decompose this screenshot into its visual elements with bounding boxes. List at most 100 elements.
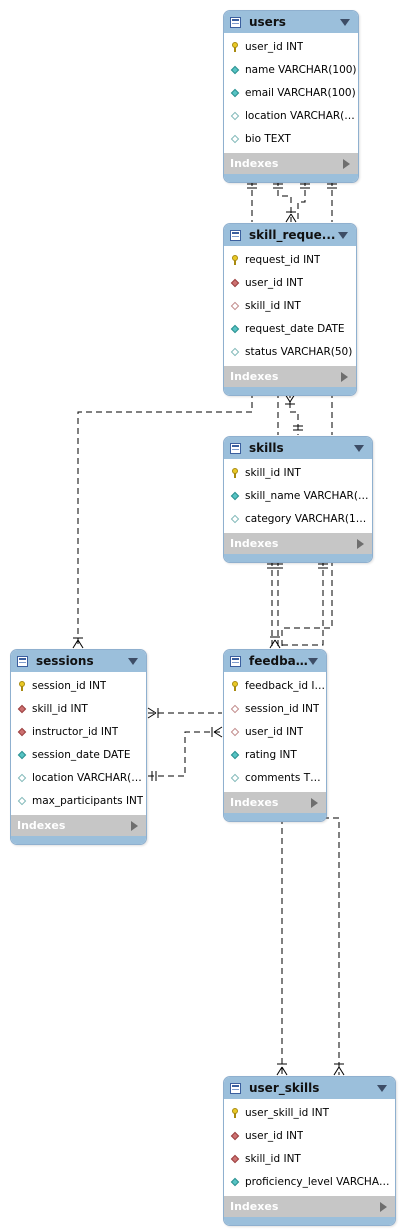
table-header[interactable]: sessions bbox=[11, 650, 146, 672]
chevron-right-icon[interactable] bbox=[357, 538, 364, 549]
chevron-right-icon[interactable] bbox=[311, 797, 318, 808]
indexes-section[interactable]: Indexes bbox=[11, 815, 146, 836]
chevron-down-icon[interactable] bbox=[377, 1084, 387, 1092]
column-row[interactable]: user_id INT bbox=[224, 271, 356, 294]
table-header[interactable]: skill_reque... bbox=[224, 224, 356, 246]
indexes-label: Indexes bbox=[230, 1200, 279, 1213]
column-row[interactable]: user_id INT bbox=[224, 720, 326, 743]
column-row[interactable]: location VARCHAR(10... bbox=[11, 766, 146, 789]
column-row[interactable]: feedback_id INT bbox=[224, 674, 326, 697]
not-null-icon bbox=[230, 88, 240, 98]
chevron-right-icon[interactable] bbox=[131, 820, 138, 831]
key-icon bbox=[230, 1107, 240, 1118]
column-name: user_skill_id INT bbox=[245, 1106, 329, 1119]
column-name: skill_id INT bbox=[245, 299, 301, 312]
column-row[interactable]: comments TEXT bbox=[224, 766, 326, 789]
column-row[interactable]: session_id INT bbox=[224, 697, 326, 720]
column-row[interactable]: skill_id INT bbox=[224, 1147, 395, 1170]
column-row[interactable]: bio TEXT bbox=[224, 127, 358, 150]
column-name: category VARCHAR(100) bbox=[245, 512, 372, 525]
foreign-key-icon bbox=[230, 1131, 240, 1141]
feedback-table[interactable]: feedba... feedback_id INT session_id INT… bbox=[223, 649, 327, 822]
skill-requests-table[interactable]: skill_reque... request_id INT user_id IN… bbox=[223, 223, 357, 396]
table-icon bbox=[230, 655, 241, 667]
indexes-section[interactable]: Indexes bbox=[224, 1196, 395, 1217]
key-icon bbox=[230, 680, 240, 691]
relationship-line bbox=[148, 731, 222, 777]
foreign-key-icon bbox=[17, 704, 27, 714]
indexes-section[interactable]: Indexes bbox=[224, 792, 326, 813]
column-row[interactable]: category VARCHAR(100) bbox=[224, 507, 372, 530]
column-row[interactable]: request_date DATE bbox=[224, 317, 356, 340]
column-name: name VARCHAR(100) bbox=[245, 63, 357, 76]
column-row[interactable]: skill_id INT bbox=[224, 461, 372, 484]
column-row[interactable]: skill_id INT bbox=[11, 697, 146, 720]
column-name: session_id INT bbox=[32, 679, 107, 692]
column-row[interactable]: status VARCHAR(50) bbox=[224, 340, 356, 363]
table-header[interactable]: users bbox=[224, 11, 358, 33]
one-mandatory-marker bbox=[247, 183, 337, 189]
column-row[interactable]: user_skill_id INT bbox=[224, 1101, 395, 1124]
relationship-line bbox=[281, 560, 333, 648]
skills-table[interactable]: skills skill_id INT skill_name VARCHAR(1… bbox=[223, 436, 373, 563]
column-row[interactable]: name VARCHAR(100) bbox=[224, 58, 358, 81]
table-header[interactable]: skills bbox=[224, 437, 372, 459]
column-name: location VARCHAR(10... bbox=[245, 109, 358, 122]
nullable-icon bbox=[230, 134, 240, 144]
chevron-down-icon[interactable] bbox=[128, 657, 138, 665]
crow-foot-marker bbox=[211, 726, 223, 738]
sessions-table[interactable]: sessions session_id INT skill_id INT ins… bbox=[10, 649, 147, 845]
chevron-right-icon[interactable] bbox=[380, 1201, 387, 1212]
column-name: request_date DATE bbox=[245, 322, 345, 335]
chevron-down-icon[interactable] bbox=[308, 657, 318, 665]
column-name: email VARCHAR(100) bbox=[245, 86, 356, 99]
not-null-icon bbox=[230, 65, 240, 75]
table-title: skills bbox=[249, 441, 284, 455]
column-row[interactable]: user_id INT bbox=[224, 1124, 395, 1147]
table-icon bbox=[230, 1082, 241, 1094]
crow-foot-marker bbox=[269, 636, 281, 649]
column-row[interactable]: session_date DATE bbox=[11, 743, 146, 766]
table-footer bbox=[11, 836, 146, 844]
chevron-down-icon[interactable] bbox=[338, 231, 348, 239]
chevron-down-icon[interactable] bbox=[354, 444, 364, 452]
user-skills-table[interactable]: user_skills user_skill_id INT user_id IN… bbox=[223, 1076, 396, 1226]
indexes-label: Indexes bbox=[230, 157, 279, 170]
relationship-line bbox=[289, 392, 299, 435]
column-row[interactable]: request_id INT bbox=[224, 248, 356, 271]
column-row[interactable]: location VARCHAR(10... bbox=[224, 104, 358, 127]
indexes-section[interactable]: Indexes bbox=[224, 533, 372, 554]
indexes-label: Indexes bbox=[230, 370, 279, 383]
column-row[interactable]: email VARCHAR(100) bbox=[224, 81, 358, 104]
users-table[interactable]: users user_id INT name VARCHAR(100) emai… bbox=[223, 10, 359, 183]
table-header[interactable]: user_skills bbox=[224, 1077, 395, 1099]
column-name: user_id INT bbox=[245, 40, 304, 53]
indexes-section[interactable]: Indexes bbox=[224, 153, 358, 174]
relationship-line bbox=[297, 180, 306, 222]
column-name: feedback_id INT bbox=[245, 679, 326, 692]
nullable-foreign-key-icon bbox=[230, 704, 240, 714]
table-footer bbox=[224, 1217, 395, 1225]
chevron-right-icon[interactable] bbox=[341, 371, 348, 382]
column-row[interactable]: skill_id INT bbox=[224, 294, 356, 317]
table-header[interactable]: feedba... bbox=[224, 650, 326, 672]
nullable-foreign-key-icon bbox=[230, 301, 240, 311]
column-row[interactable]: user_id INT bbox=[224, 35, 358, 58]
column-row[interactable]: session_id INT bbox=[11, 674, 146, 697]
column-row[interactable]: instructor_id INT bbox=[11, 720, 146, 743]
table-title: feedba... bbox=[249, 654, 308, 668]
column-row[interactable]: skill_name VARCHAR(10... bbox=[224, 484, 372, 507]
table-icon bbox=[230, 16, 241, 28]
column-name: comments TEXT bbox=[245, 771, 326, 784]
column-row[interactable]: rating INT bbox=[224, 743, 326, 766]
key-icon bbox=[230, 467, 240, 478]
column-name: session_date DATE bbox=[32, 748, 131, 761]
chevron-right-icon[interactable] bbox=[343, 158, 350, 169]
chevron-down-icon[interactable] bbox=[340, 18, 350, 26]
column-name: bio TEXT bbox=[245, 132, 291, 145]
indexes-section[interactable]: Indexes bbox=[224, 366, 356, 387]
column-row[interactable]: max_participants INT bbox=[11, 789, 146, 812]
column-name: skill_id INT bbox=[32, 702, 88, 715]
column-row[interactable]: proficiency_level VARCHAR(5... bbox=[224, 1170, 395, 1193]
